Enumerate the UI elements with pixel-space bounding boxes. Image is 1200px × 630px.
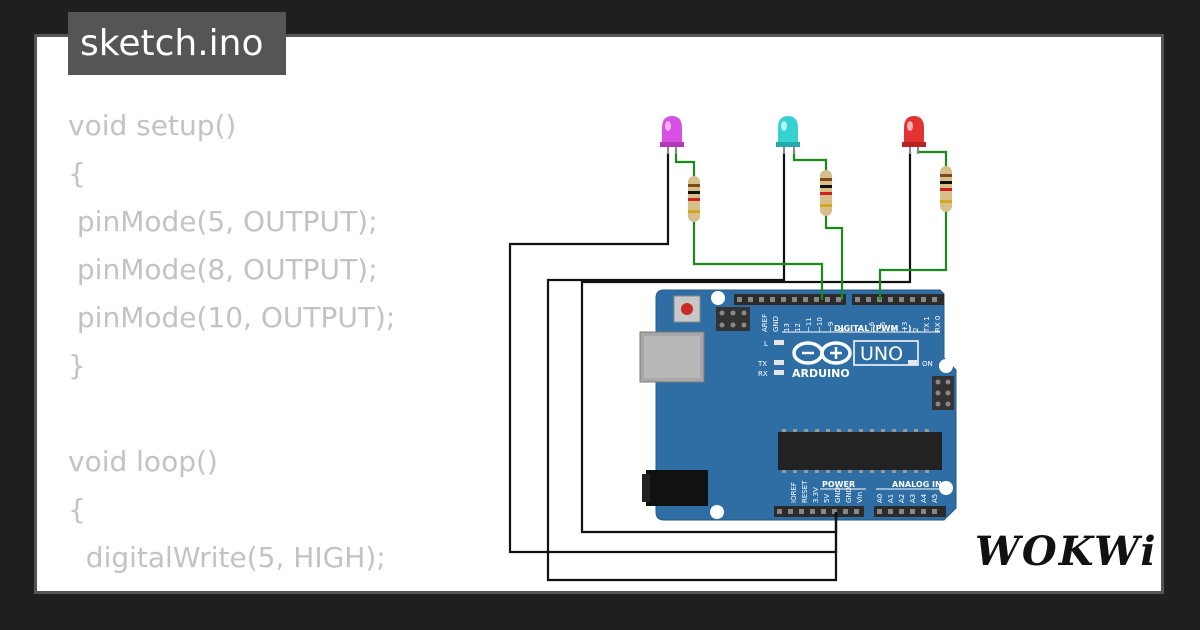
pin-label: 5V	[823, 494, 831, 503]
mounting-hole	[939, 359, 953, 373]
code-line: pinMode(10, OUTPUT);	[68, 301, 396, 334]
pin-label: 8	[838, 328, 846, 332]
icsp2-header	[932, 376, 954, 410]
pin-label: Vin	[856, 492, 864, 503]
file-tab[interactable]: sketch.ino	[68, 12, 286, 75]
code-line: }	[68, 349, 86, 382]
pin-label: ~3	[901, 322, 909, 332]
mounting-hole	[939, 481, 953, 495]
analog-label: ANALOG IN	[892, 480, 942, 489]
pin-label: A1	[887, 494, 895, 503]
code-line: {	[68, 157, 86, 190]
pin-label: ~11	[805, 317, 813, 332]
pin-label: A5	[931, 494, 939, 503]
pin-label-aref: AREF	[761, 314, 769, 332]
pin-label: 3.3V	[812, 487, 820, 503]
led-label-rx: RX	[758, 370, 768, 378]
power-label: POWER	[822, 480, 855, 489]
cyan-led[interactable]	[776, 116, 800, 154]
led-label-l: L	[764, 340, 768, 348]
resistor[interactable]	[688, 176, 700, 222]
reset-button[interactable]	[673, 295, 701, 323]
wokwi-logo: WOKWi	[975, 528, 1158, 575]
resistor[interactable]	[940, 166, 952, 212]
uno-model: UNO	[860, 343, 903, 365]
uno-box	[853, 340, 919, 366]
pin-label: A3	[909, 494, 917, 503]
wire-pin8[interactable]	[792, 150, 844, 300]
file-tab-label: sketch.ino	[80, 23, 264, 64]
code-line: digitalWrite(5, HIGH);	[68, 541, 386, 574]
pin-label: 12	[794, 323, 802, 332]
pin-label: 2	[912, 328, 920, 332]
pin-label: ~9	[827, 322, 835, 332]
code-line: void loop()	[68, 445, 218, 478]
pin-label: 7	[857, 328, 865, 332]
pin-label: 4	[890, 327, 898, 332]
arduino-brand: ARDUINO	[792, 367, 850, 380]
pin-label: IOREF	[790, 482, 798, 503]
code-line: void setup()	[68, 109, 237, 142]
pin-label: RESET	[801, 480, 809, 503]
power-jack	[646, 470, 708, 506]
wire-pin5[interactable]	[878, 150, 948, 300]
code-line: pinMode(8, OUTPUT);	[68, 253, 378, 286]
pin-label: A0	[876, 494, 884, 503]
magenta-led[interactable]	[660, 116, 684, 154]
led-l	[774, 340, 784, 345]
pin-label: RX 0	[934, 316, 942, 332]
microcontroller-chip	[778, 432, 942, 470]
arduino-infinity-icon	[792, 341, 852, 365]
ground-wires[interactable]	[508, 152, 912, 582]
mounting-hole	[710, 505, 724, 519]
red-led[interactable]	[902, 116, 926, 154]
pin-label: ~6	[868, 321, 876, 332]
pin-label: A2	[898, 494, 906, 503]
preview-card	[34, 34, 1164, 594]
digital-header-left	[734, 294, 846, 305]
led-label-on: ON	[922, 360, 933, 368]
signal-wires[interactable]	[674, 150, 948, 300]
pin-label: ~10	[816, 317, 824, 332]
resistor[interactable]	[820, 170, 832, 216]
wire-pin10[interactable]	[674, 150, 824, 300]
code-line: {	[68, 493, 86, 526]
digital-label: DIGITAL (PWM ~)	[834, 324, 912, 333]
led-tx	[774, 360, 784, 365]
digital-header-right	[852, 294, 944, 305]
pin-label: 13	[783, 323, 791, 332]
code-line: pinMode(5, OUTPUT);	[68, 205, 378, 238]
led-rx	[774, 370, 784, 375]
pin-label-gnd: GND	[772, 316, 780, 332]
pin-label: A4	[920, 493, 928, 503]
pin-label: ~5	[879, 322, 887, 332]
pin-label: GND	[834, 487, 842, 503]
card-bottom-border	[34, 591, 1164, 594]
pin-label: GND	[845, 487, 853, 503]
pin-label: TX 1	[923, 316, 931, 333]
led-on	[908, 360, 918, 365]
led-label-tx: TX	[757, 360, 767, 368]
mounting-hole	[711, 291, 725, 305]
reset-button-cap[interactable]	[681, 303, 693, 315]
arduino-uno-board[interactable]: AREF GND 13 12 ~11 ~10 ~9 8 7 ~6 ~5 4 ~3…	[639, 289, 957, 521]
card-bottom-mask	[34, 591, 1164, 630]
wire-gnd-red[interactable]	[580, 152, 912, 534]
wire-gnd-cyan[interactable]	[546, 152, 838, 582]
power-header	[774, 506, 864, 517]
